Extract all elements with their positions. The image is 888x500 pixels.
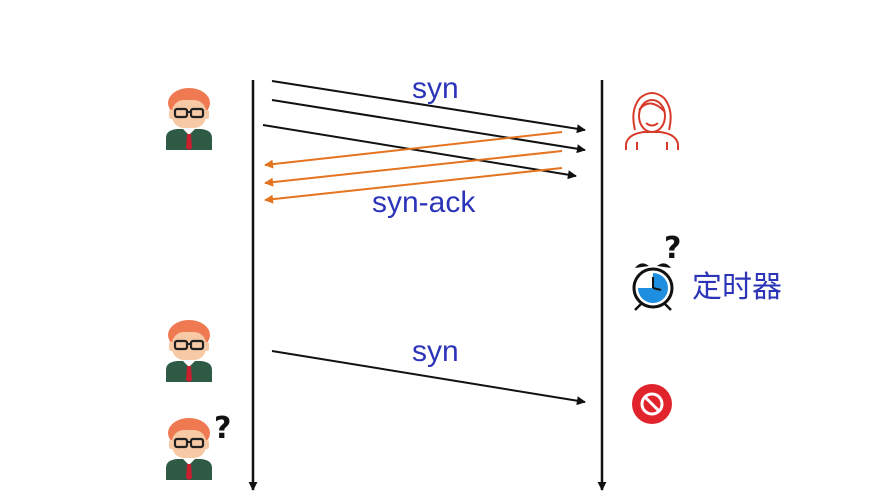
question-mark-client: ? <box>214 411 231 446</box>
man-with-glasses-icon <box>164 416 214 482</box>
syn-label-bottom: syn <box>412 335 459 368</box>
man-with-glasses-icon <box>164 318 214 384</box>
question-mark-timer: ? <box>664 231 681 266</box>
syn-ack-arrow-2 <box>264 150 563 187</box>
timer-label: 定时器 <box>692 270 782 305</box>
syn-label-top: syn <box>412 72 459 105</box>
man-with-glasses-icon <box>164 86 214 152</box>
syn-ack-arrow-1 <box>264 131 563 169</box>
syn-arrow-3 <box>262 124 577 180</box>
syn-arrow-late <box>271 350 586 406</box>
syn-arrow-1 <box>271 80 586 134</box>
no-entry-icon <box>632 384 672 424</box>
alarm-clock-icon <box>632 263 674 311</box>
syn-arrow-2 <box>271 99 586 154</box>
woman-outline-icon <box>625 92 679 150</box>
syn-ack-arrow-3 <box>264 167 563 204</box>
syn-ack-label: syn-ack <box>372 186 476 219</box>
